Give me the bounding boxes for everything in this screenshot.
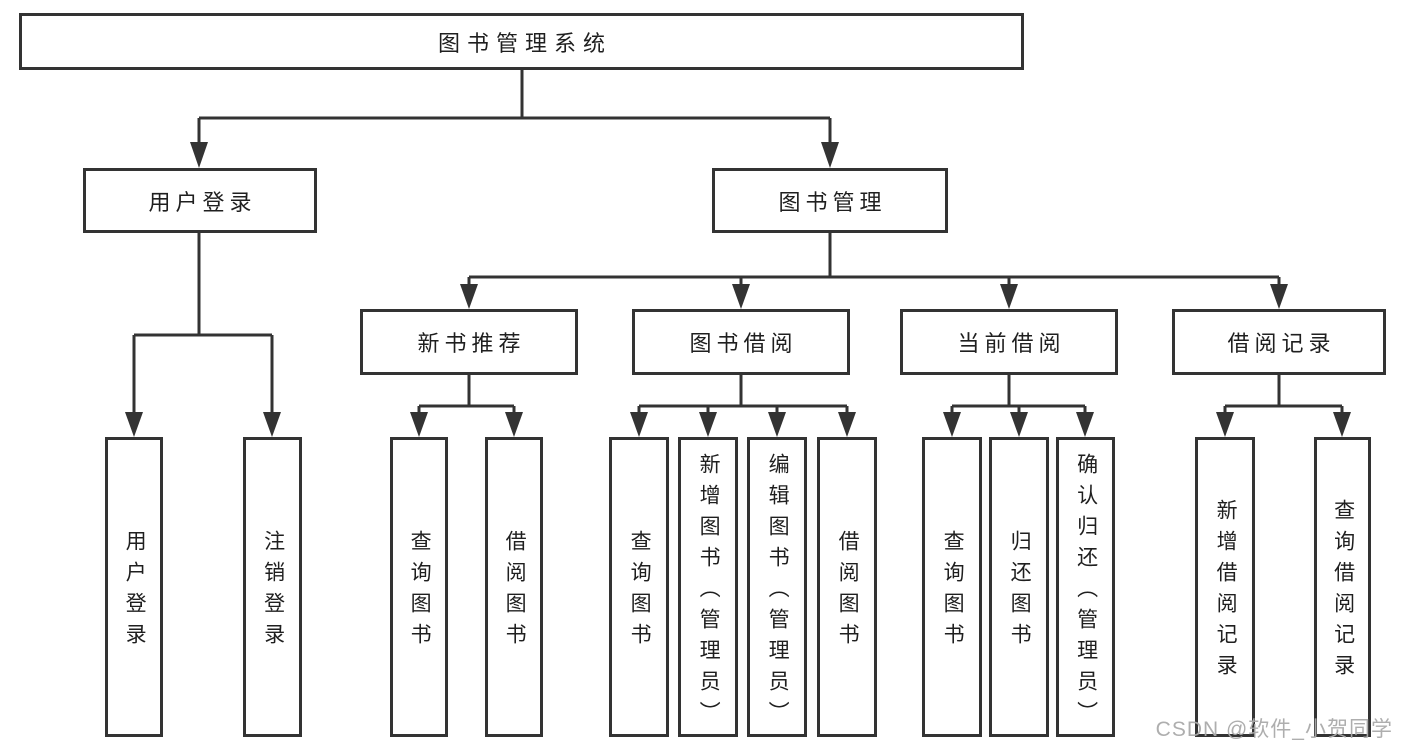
node-current-borrowing: 当前借阅	[900, 309, 1118, 375]
csdn-watermark: CSDN @软件_小贺同学	[1155, 718, 1393, 741]
node-library-management-system: 图书管理系统	[19, 13, 1024, 70]
leaf-query-books-recommend: 查询图书	[390, 437, 448, 737]
node-label: 查询借阅记录	[1331, 499, 1355, 685]
node-label: 查询图书	[941, 530, 965, 654]
node-label: 确认归还（管理员）	[1074, 452, 1098, 732]
leaf-edit-books-admin: 编辑图书（管理员）	[747, 437, 807, 737]
node-label: 用户登录	[148, 189, 257, 215]
node-book-management: 图书管理	[712, 168, 948, 233]
node-label: 新书推荐	[417, 331, 526, 356]
node-label: 查询图书	[628, 530, 652, 654]
leaf-query-books-current: 查询图书	[922, 437, 982, 737]
leaf-add-books-admin: 新增图书（管理员）	[678, 437, 738, 737]
node-label: 当前借阅	[957, 331, 1066, 356]
leaf-borrow-books-borrowing: 借阅图书	[817, 437, 877, 737]
node-label: 编辑图书（管理员）	[766, 452, 790, 732]
arrowhead-icons	[125, 142, 1351, 437]
node-label: 借阅图书	[503, 530, 527, 654]
node-label: 借阅记录	[1227, 331, 1336, 356]
node-label: 图书管理系统	[437, 30, 612, 56]
leaf-logout-login: 注销登录	[243, 437, 302, 737]
leaf-add-borrow-record: 新增借阅记录	[1195, 437, 1255, 737]
node-label: 归还图书	[1008, 530, 1032, 654]
node-label: 用户登录	[123, 530, 147, 654]
node-label: 图书管理	[778, 189, 887, 215]
node-book-borrowing: 图书借阅	[632, 309, 850, 375]
node-label: 图书借阅	[689, 331, 798, 356]
node-label: 注销登录	[261, 530, 285, 654]
node-label: 借阅图书	[836, 530, 860, 654]
node-label: 新增图书（管理员）	[697, 452, 721, 732]
node-label: 新增借阅记录	[1214, 499, 1238, 685]
node-label: 查询图书	[408, 530, 432, 654]
node-borrowing-records: 借阅记录	[1172, 309, 1386, 375]
leaf-user-login: 用户登录	[105, 437, 163, 737]
node-new-book-recommendation: 新书推荐	[360, 309, 578, 375]
leaf-borrow-books-recommend: 借阅图书	[485, 437, 543, 737]
leaf-query-books-borrowing: 查询图书	[609, 437, 669, 737]
leaf-return-books: 归还图书	[989, 437, 1049, 737]
leaf-confirm-return-admin: 确认归还（管理员）	[1056, 437, 1115, 737]
leaf-query-borrow-record: 查询借阅记录	[1314, 437, 1371, 737]
node-user-login: 用户登录	[83, 168, 317, 233]
